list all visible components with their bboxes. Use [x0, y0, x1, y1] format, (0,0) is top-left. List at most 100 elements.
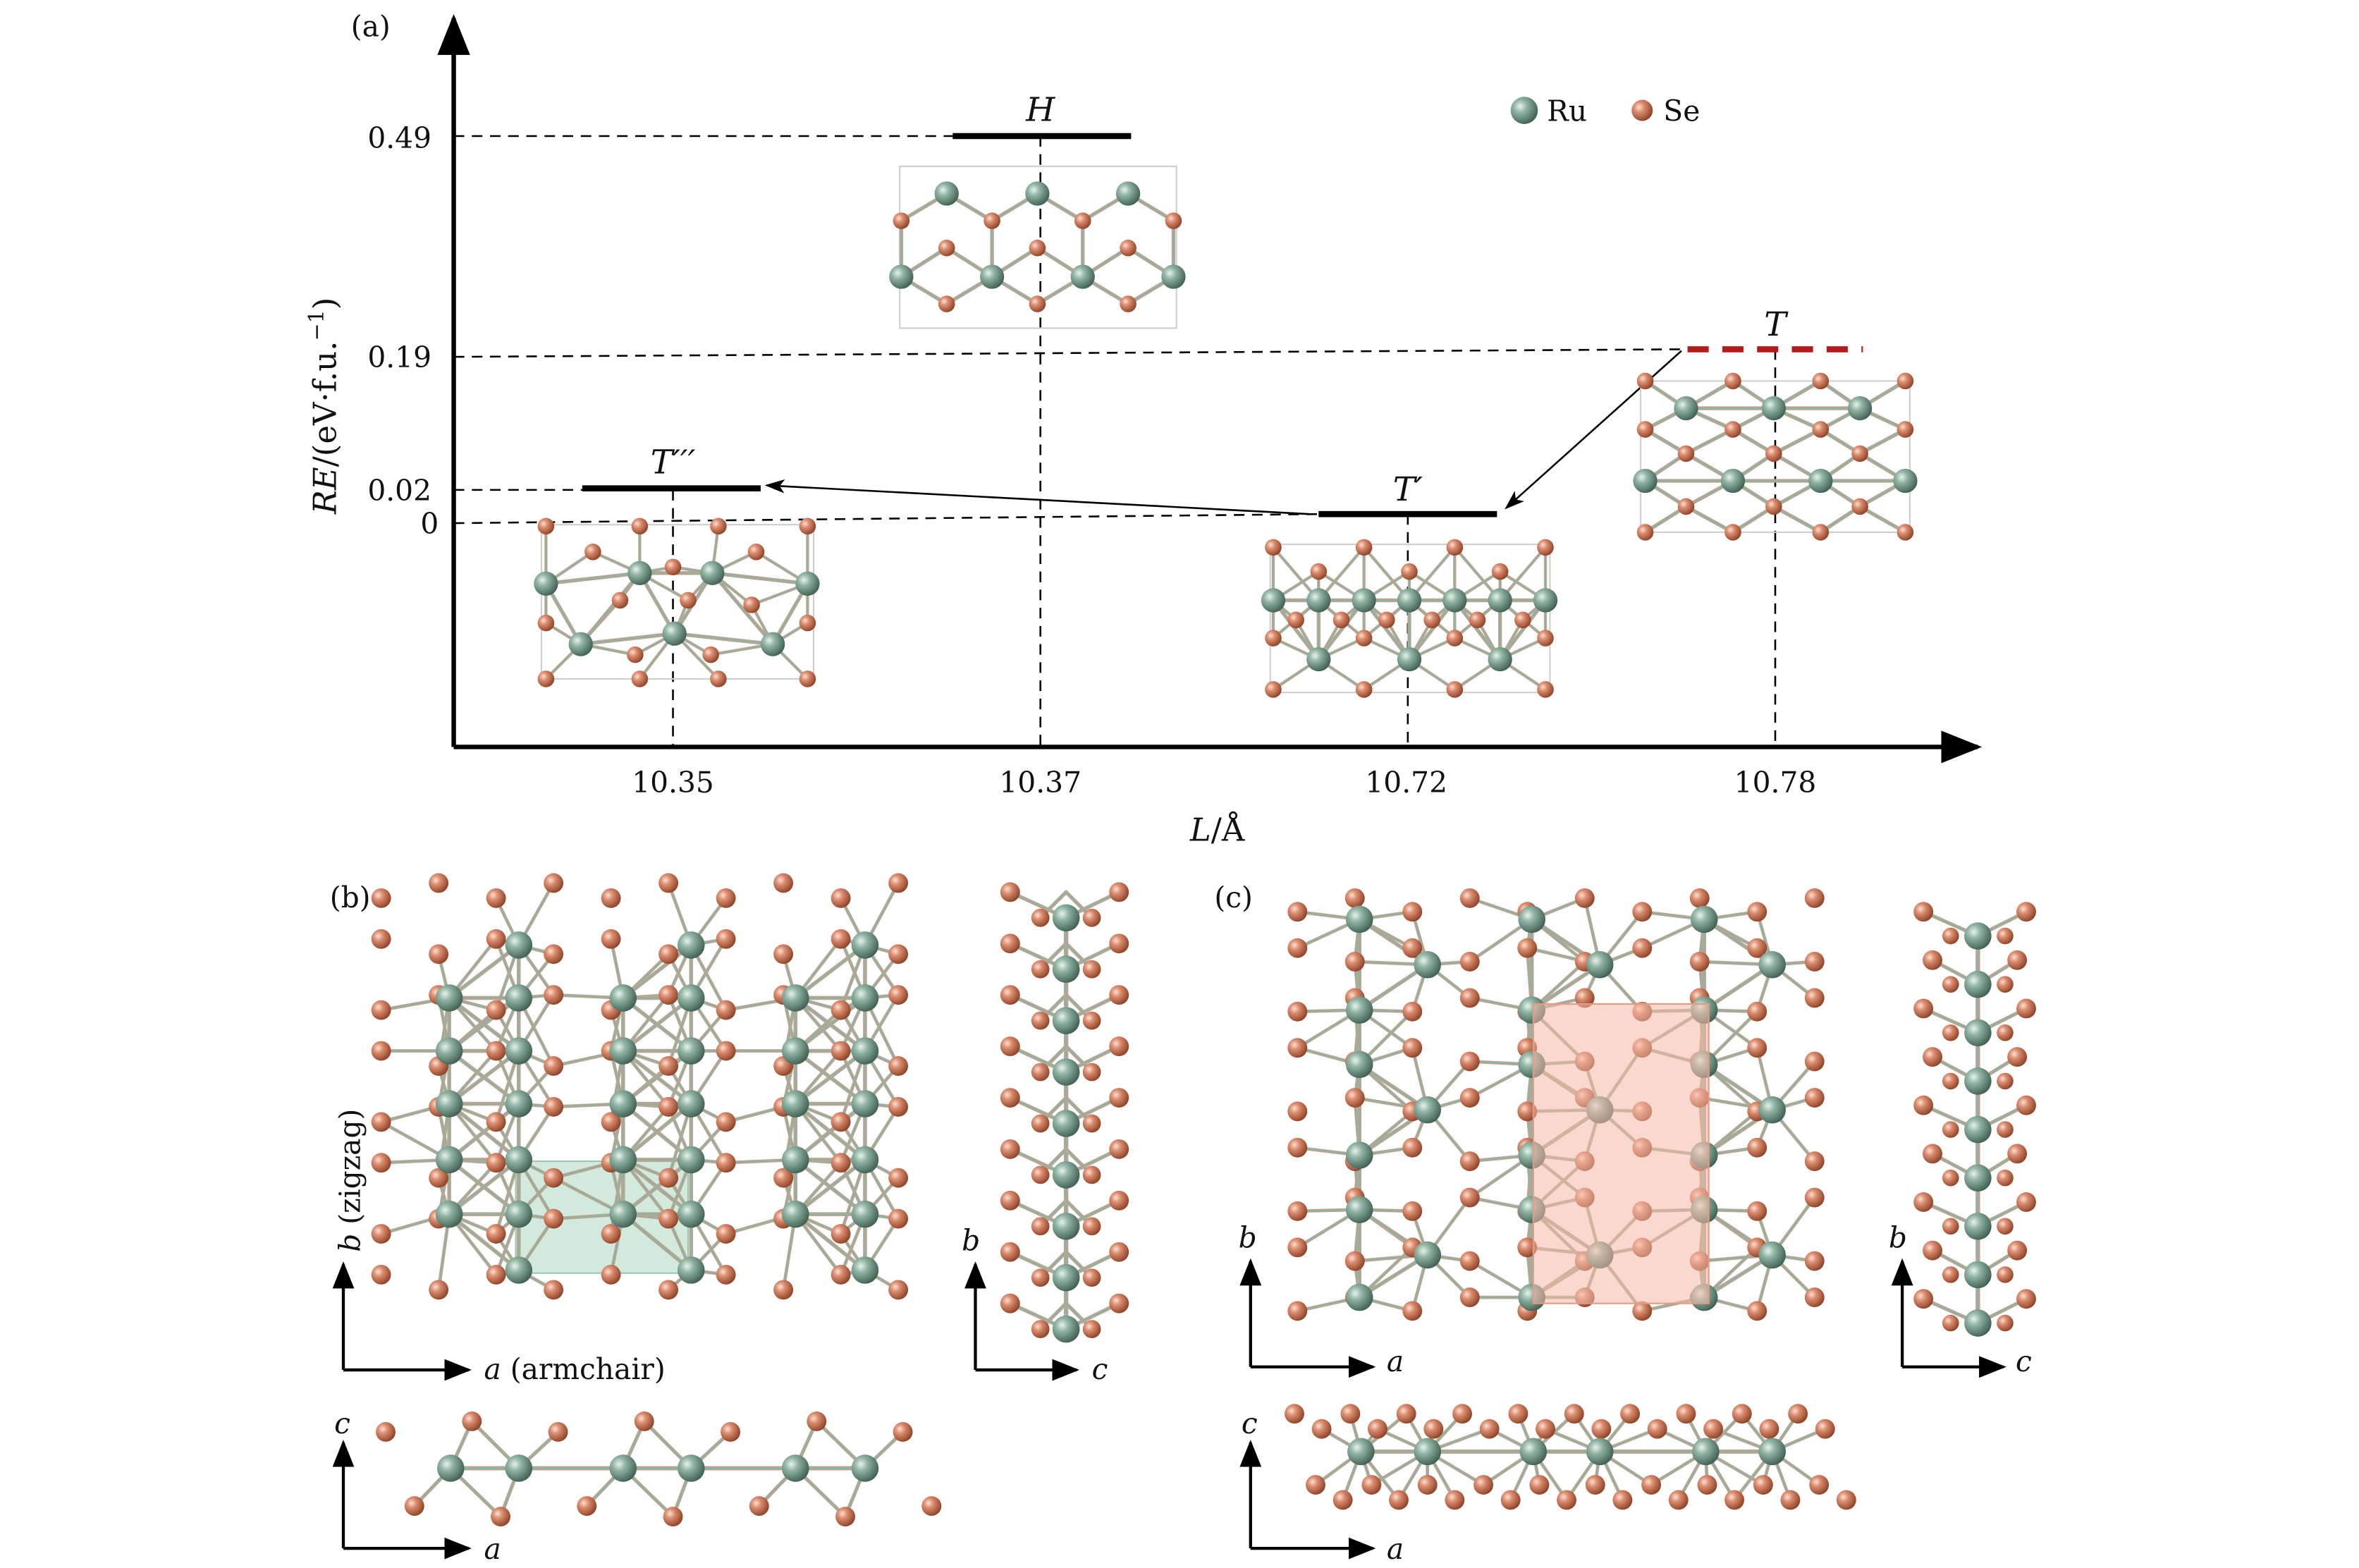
se-atom	[1306, 1475, 1325, 1495]
bond-core	[580, 632, 676, 645]
se-atom	[1361, 1475, 1382, 1495]
se-atom	[2007, 1240, 2028, 1261]
ru-atom	[568, 632, 593, 656]
ru-atom	[609, 1454, 637, 1482]
se-atom	[601, 1264, 621, 1285]
bond-core	[1858, 506, 1906, 534]
se-atom	[584, 544, 601, 561]
se-atom	[1265, 539, 1282, 556]
ru-atom	[1586, 950, 1614, 979]
bond-core	[711, 572, 809, 585]
ru-atom	[781, 984, 809, 1012]
se-atom	[1459, 1187, 1480, 1208]
ru-atom	[1692, 1438, 1720, 1466]
se-atom	[1759, 1419, 1779, 1439]
se-atom	[1378, 611, 1395, 629]
panel-c: (c) b a b c c a	[1214, 881, 2036, 1566]
arrow-T1-to-T3	[764, 479, 1310, 515]
se-atom	[1747, 1201, 1767, 1221]
bond-core	[1363, 599, 1411, 661]
se-atom	[710, 670, 727, 687]
ru-atom	[1964, 1213, 1992, 1240]
se-atom	[1677, 498, 1695, 515]
se-atom	[371, 888, 391, 908]
se-atom	[1311, 1419, 1332, 1439]
se-atom	[888, 944, 909, 964]
ru-atom	[534, 571, 558, 596]
se-atom	[702, 646, 719, 663]
ru-atom	[677, 1454, 705, 1482]
se-atom	[1689, 952, 1710, 972]
bond-core	[622, 1103, 692, 1161]
se-atom	[1620, 1404, 1641, 1424]
se-atom	[1109, 1036, 1129, 1057]
se-atom	[1459, 1051, 1480, 1072]
se-atom	[1765, 498, 1782, 515]
se-atom	[749, 1496, 769, 1517]
ru-atom	[781, 1454, 809, 1482]
se-atom	[773, 1168, 794, 1188]
se-atom	[404, 1496, 424, 1517]
se-atom	[1389, 1490, 1409, 1510]
legend-ru-atom	[1510, 97, 1538, 124]
ru-atom	[609, 1200, 637, 1228]
se-atom	[1897, 372, 1914, 390]
se-atom	[486, 1264, 506, 1285]
se-atom	[1632, 938, 1653, 958]
se-atom	[1287, 902, 1308, 922]
ru-atom	[1758, 1096, 1787, 1124]
se-atom	[1000, 1139, 1020, 1159]
se-atom	[1997, 1024, 2014, 1041]
se-atom	[371, 1000, 391, 1020]
ru-atom	[1964, 1164, 1992, 1192]
structure-T3	[534, 517, 820, 687]
se-atom	[1109, 933, 1129, 954]
ru-atom	[1306, 647, 1331, 672]
se-atom	[1574, 988, 1595, 1008]
front-axis-a-label: a	[484, 1532, 501, 1566]
bond-core	[1685, 428, 1734, 455]
bond-core	[1408, 599, 1456, 661]
se-atom	[1344, 952, 1365, 972]
se-atom	[1402, 902, 1423, 922]
se-atom	[1804, 988, 1825, 1008]
se-atom	[1647, 1419, 1667, 1439]
se-atom	[807, 1411, 827, 1431]
se-atom	[831, 1112, 851, 1132]
bond-core	[1772, 428, 1822, 455]
ru-atom	[1345, 1141, 1373, 1169]
se-atom	[1000, 882, 1020, 902]
ru-atom	[677, 1090, 705, 1117]
se-atom	[1557, 1490, 1576, 1510]
se-atom	[376, 1422, 396, 1442]
se-atom	[491, 1507, 510, 1527]
panel-c-label: (c)	[1214, 881, 1253, 914]
se-atom	[1402, 1301, 1423, 1321]
se-atom	[716, 1153, 736, 1173]
se-atom	[1942, 1266, 1959, 1283]
bond-core	[1858, 428, 1906, 455]
ru-atom	[1345, 1196, 1373, 1224]
se-atom	[1632, 1301, 1653, 1321]
se-atom	[831, 1000, 851, 1020]
ru-atom	[609, 1146, 637, 1174]
x-tick-1035: 10.35	[632, 766, 714, 800]
se-atom	[893, 212, 910, 229]
se-atom	[544, 985, 564, 1005]
ru-atom	[781, 1200, 809, 1228]
side-axis-c-label: c	[1092, 1352, 1108, 1386]
se-atom	[1668, 1490, 1689, 1510]
ru-atom	[1964, 1115, 1992, 1144]
se-atom	[1612, 1490, 1633, 1510]
se-atom	[1031, 1268, 1050, 1287]
ru-atom	[1345, 1283, 1373, 1311]
se-atom	[1724, 372, 1741, 390]
se-atom	[1517, 938, 1538, 958]
ru-atom	[781, 1090, 809, 1117]
se-atom	[544, 944, 564, 964]
ru-atom	[1414, 1241, 1442, 1269]
se-atom	[1997, 1218, 2014, 1235]
se-atom	[486, 1112, 506, 1132]
se-atom	[921, 1496, 942, 1517]
ru-atom	[505, 984, 533, 1012]
